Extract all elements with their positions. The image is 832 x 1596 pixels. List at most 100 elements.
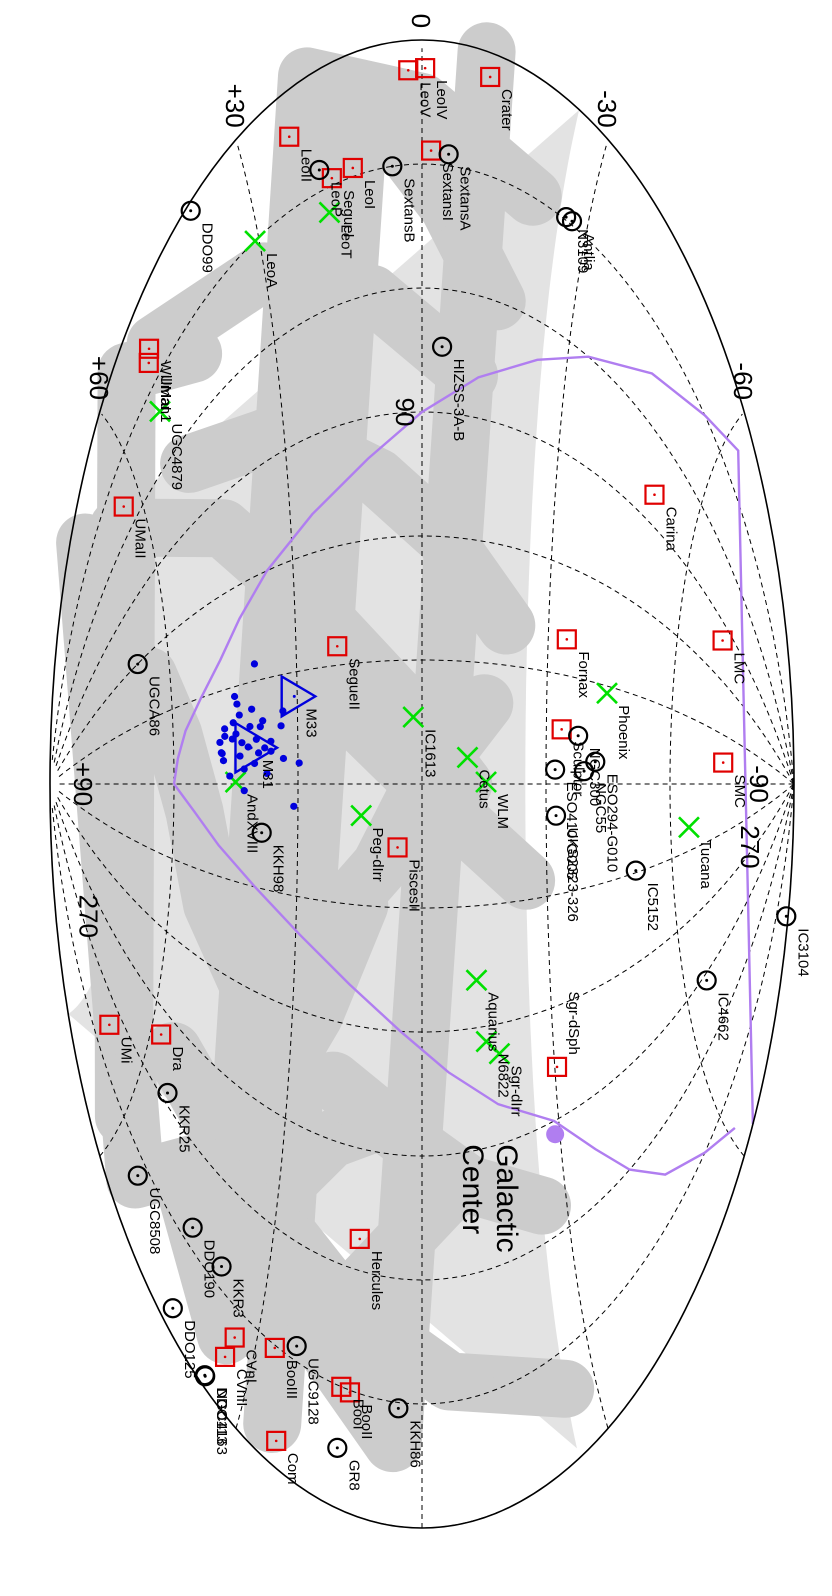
galaxy-label: UGC8508 — [146, 1188, 163, 1255]
satellite-dot — [232, 730, 240, 738]
galaxy-label: LeoIV — [433, 80, 450, 119]
satellite-dot — [226, 772, 234, 780]
galaxy-label: IC1613 — [421, 729, 438, 777]
ra-gridline — [53, 287, 795, 783]
black-circle-marker — [625, 860, 646, 881]
red-square-marker — [398, 60, 419, 81]
galaxy-label: DDO99 — [199, 223, 216, 273]
galaxy-label: Com — [284, 1453, 301, 1485]
galaxy-label: M31 — [259, 760, 276, 789]
galaxy-label: HIZSS-3A-B — [450, 359, 467, 442]
satellite-dot — [250, 660, 259, 668]
red-square-marker — [713, 752, 734, 773]
galactic-plane — [172, 355, 755, 1176]
black-circle-marker — [438, 144, 459, 165]
galaxy-label: N3109 — [574, 229, 591, 273]
galaxy-label: GR8 — [345, 1460, 362, 1491]
galaxy-label: CVnI — [243, 1350, 260, 1383]
galaxy-label: Sgr-dIrr — [507, 1066, 524, 1117]
galactic-center-label: GalacticCenter — [456, 1144, 523, 1252]
galaxy-label: BooIII — [283, 1360, 300, 1399]
green-cross-marker — [475, 771, 497, 793]
galaxy-label: UGCA86 — [146, 676, 163, 736]
ra-tick-label: 90 — [390, 398, 420, 427]
red-square-marker — [224, 1327, 245, 1348]
red-square-marker — [138, 338, 160, 359]
axis-tick-labels: +90+60+300-30-60-9090270270GalacticCente… — [68, 14, 774, 1253]
red-square-marker — [712, 630, 733, 651]
black-circle-marker — [432, 336, 453, 357]
red-square-marker — [151, 1024, 172, 1045]
galaxy-label: WLM — [494, 794, 511, 829]
red-square-marker — [331, 1376, 352, 1397]
black-circle-marker — [127, 1165, 148, 1186]
galaxy-label: SegueI — [340, 190, 357, 238]
satellite-dot — [221, 732, 229, 740]
satellite-dot — [228, 735, 236, 743]
galaxy-label: UMi — [117, 1037, 134, 1064]
galaxy-label: DDO125 — [181, 1320, 198, 1378]
galaxy-label: Carina — [662, 507, 679, 552]
galaxy-label: SextansB — [400, 178, 417, 242]
red-square-marker — [551, 719, 572, 740]
black-circle-marker — [286, 1335, 307, 1357]
satellite-dot — [256, 723, 264, 731]
galaxy-label: Fornax — [575, 651, 592, 698]
red-square-marker — [480, 66, 501, 88]
green-cross-marker — [149, 400, 171, 423]
black-circle-marker — [327, 1437, 348, 1458]
galaxy-label: BooI — [349, 1399, 366, 1430]
galaxy-label: Hercules — [368, 1251, 385, 1310]
black-circle-marker — [127, 653, 148, 675]
galaxy-label: LeoV — [416, 82, 433, 117]
black-circle-marker — [211, 1256, 232, 1277]
red-square-marker — [327, 636, 348, 657]
galaxy-label: DDO113 — [213, 1387, 230, 1444]
galaxy-label: LeoA — [263, 253, 280, 288]
red-square-marker — [113, 496, 134, 517]
galaxy-label: N6822 — [494, 1054, 511, 1098]
green-cross-marker — [678, 816, 700, 839]
satellite-dot — [244, 743, 252, 751]
galaxy-label: LMC — [731, 652, 748, 684]
galactic-center-line2: Center — [456, 1144, 489, 1234]
dec-tick-label: -90 — [744, 765, 774, 803]
black-circle-marker — [195, 1366, 216, 1387]
satellite-dot — [230, 692, 239, 701]
black-circle-marker — [545, 759, 566, 780]
galaxy-label: BooII — [358, 1404, 375, 1439]
ra-gridline — [56, 784, 795, 1033]
galaxy-label: Sgr-dSph — [565, 992, 582, 1055]
black-circle-marker — [382, 156, 403, 177]
galaxy-label: PiscesII — [406, 859, 423, 912]
black-circle-marker — [585, 751, 606, 772]
satellite-dot — [240, 787, 248, 795]
ra-tick-label: 270 — [735, 825, 765, 868]
black-circle-marker — [157, 1082, 178, 1104]
black-circle-marker — [568, 725, 589, 746]
galaxy-label: NGC300 — [586, 748, 603, 806]
red-square-marker — [644, 484, 665, 505]
galaxy-label: Tucana — [697, 839, 714, 889]
red-square-marker — [387, 837, 408, 858]
ra-gridline — [57, 659, 794, 785]
green-cross-marker — [488, 1042, 511, 1065]
blue-triangle-marker — [280, 674, 318, 719]
galaxy-label: DDO190 — [201, 1240, 218, 1298]
galactic-center-marker — [546, 1125, 565, 1144]
red-square-marker — [99, 1014, 120, 1035]
satellite-dot — [279, 707, 287, 715]
galaxy-label: UGC9128 — [305, 1358, 322, 1425]
satellite-dot — [267, 737, 275, 745]
galaxy-label: Crater — [498, 89, 515, 131]
satellite-dot — [246, 722, 254, 731]
satellite-dot — [277, 722, 285, 730]
green-cross-marker — [244, 230, 267, 252]
red-square-marker — [556, 629, 577, 650]
ra-gridline — [56, 535, 795, 784]
galaxy-label: SextansI — [439, 163, 456, 221]
black-circle-marker — [776, 906, 797, 927]
dec-tick-label: -60 — [728, 362, 758, 400]
